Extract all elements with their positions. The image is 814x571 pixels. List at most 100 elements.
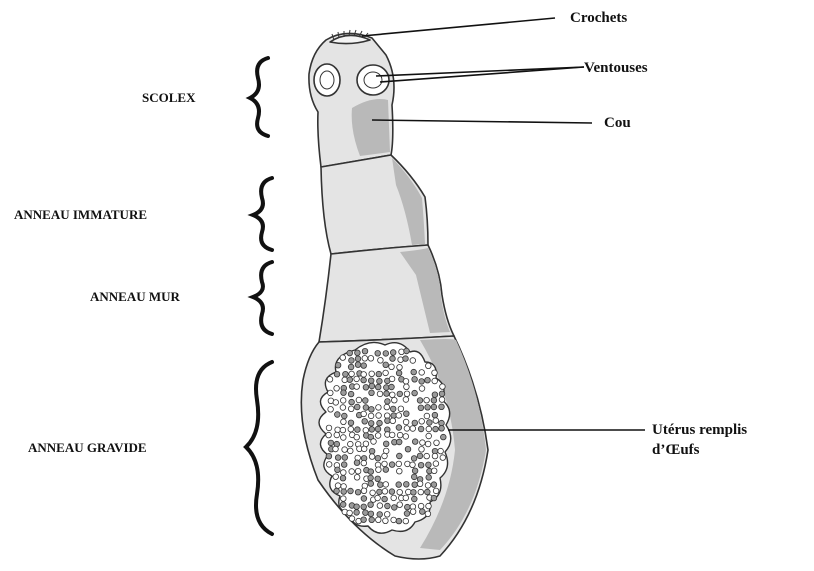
egg — [375, 351, 381, 357]
egg — [439, 420, 445, 426]
egg — [335, 427, 341, 433]
egg — [375, 476, 381, 482]
egg — [375, 384, 381, 390]
egg — [335, 412, 341, 418]
egg — [368, 481, 374, 487]
egg — [382, 461, 388, 467]
egg — [382, 496, 388, 502]
egg — [368, 421, 374, 427]
egg — [431, 398, 437, 404]
egg — [425, 483, 431, 489]
egg — [425, 377, 431, 383]
egg — [369, 448, 375, 454]
egg — [348, 488, 354, 494]
egg — [368, 378, 374, 384]
egg — [396, 482, 402, 488]
egg — [383, 518, 389, 524]
egg — [396, 461, 402, 467]
brace-gravide — [246, 362, 272, 534]
egg — [384, 385, 390, 391]
label-crochets: Crochets — [570, 10, 627, 26]
egg — [425, 441, 431, 447]
egg — [383, 370, 389, 376]
egg — [348, 406, 354, 412]
egg — [390, 418, 396, 424]
label-ventouses: Ventouses — [584, 60, 648, 76]
egg — [405, 504, 411, 510]
egg — [383, 482, 389, 488]
egg — [397, 489, 403, 495]
egg — [349, 371, 355, 377]
egg — [369, 390, 375, 396]
egg — [368, 475, 374, 481]
egg — [419, 419, 425, 425]
egg — [356, 397, 362, 403]
egg — [383, 441, 389, 447]
egg — [361, 504, 367, 510]
egg — [334, 432, 340, 438]
egg — [439, 426, 445, 432]
egg — [355, 468, 361, 474]
egg — [389, 432, 395, 438]
egg — [403, 434, 409, 440]
egg — [412, 390, 418, 396]
egg — [361, 377, 367, 383]
egg — [389, 462, 395, 468]
egg — [333, 446, 339, 452]
egg — [354, 376, 360, 382]
egg — [326, 432, 332, 438]
egg — [425, 511, 431, 517]
egg — [419, 379, 425, 385]
egg — [424, 397, 430, 403]
egg — [389, 384, 395, 390]
egg — [425, 489, 431, 495]
egg — [410, 358, 416, 364]
egg — [432, 453, 438, 459]
egg — [354, 460, 360, 466]
egg — [383, 351, 389, 357]
egg — [368, 502, 374, 508]
egg — [439, 391, 445, 397]
egg — [383, 362, 389, 368]
egg — [377, 503, 383, 509]
egg — [431, 495, 437, 501]
egg — [398, 406, 404, 412]
egg — [441, 434, 447, 440]
egg — [420, 509, 426, 515]
egg — [412, 439, 418, 445]
egg — [412, 377, 418, 383]
egg — [390, 406, 396, 412]
egg — [390, 356, 396, 362]
egg — [354, 404, 360, 410]
egg — [433, 418, 439, 424]
egg — [432, 392, 438, 398]
egg — [378, 358, 384, 364]
egg — [439, 404, 445, 410]
egg — [404, 348, 410, 354]
egg — [397, 468, 403, 474]
egg — [376, 517, 382, 523]
egg — [349, 469, 355, 475]
sucker-left — [314, 64, 340, 96]
egg — [354, 434, 360, 440]
egg — [418, 426, 424, 432]
egg — [369, 383, 375, 389]
egg — [403, 495, 409, 501]
egg — [426, 433, 432, 439]
label-cou: Cou — [604, 115, 631, 131]
egg — [341, 419, 347, 425]
egg — [384, 404, 390, 410]
egg — [349, 358, 355, 364]
egg — [426, 363, 432, 369]
egg — [348, 391, 354, 397]
egg — [340, 355, 346, 361]
egg — [427, 420, 433, 426]
egg — [382, 453, 388, 459]
egg — [410, 426, 416, 432]
egg — [354, 475, 360, 481]
egg — [334, 386, 340, 392]
egg — [396, 425, 402, 431]
egg — [363, 510, 369, 516]
egg — [369, 454, 375, 460]
egg — [342, 413, 348, 419]
